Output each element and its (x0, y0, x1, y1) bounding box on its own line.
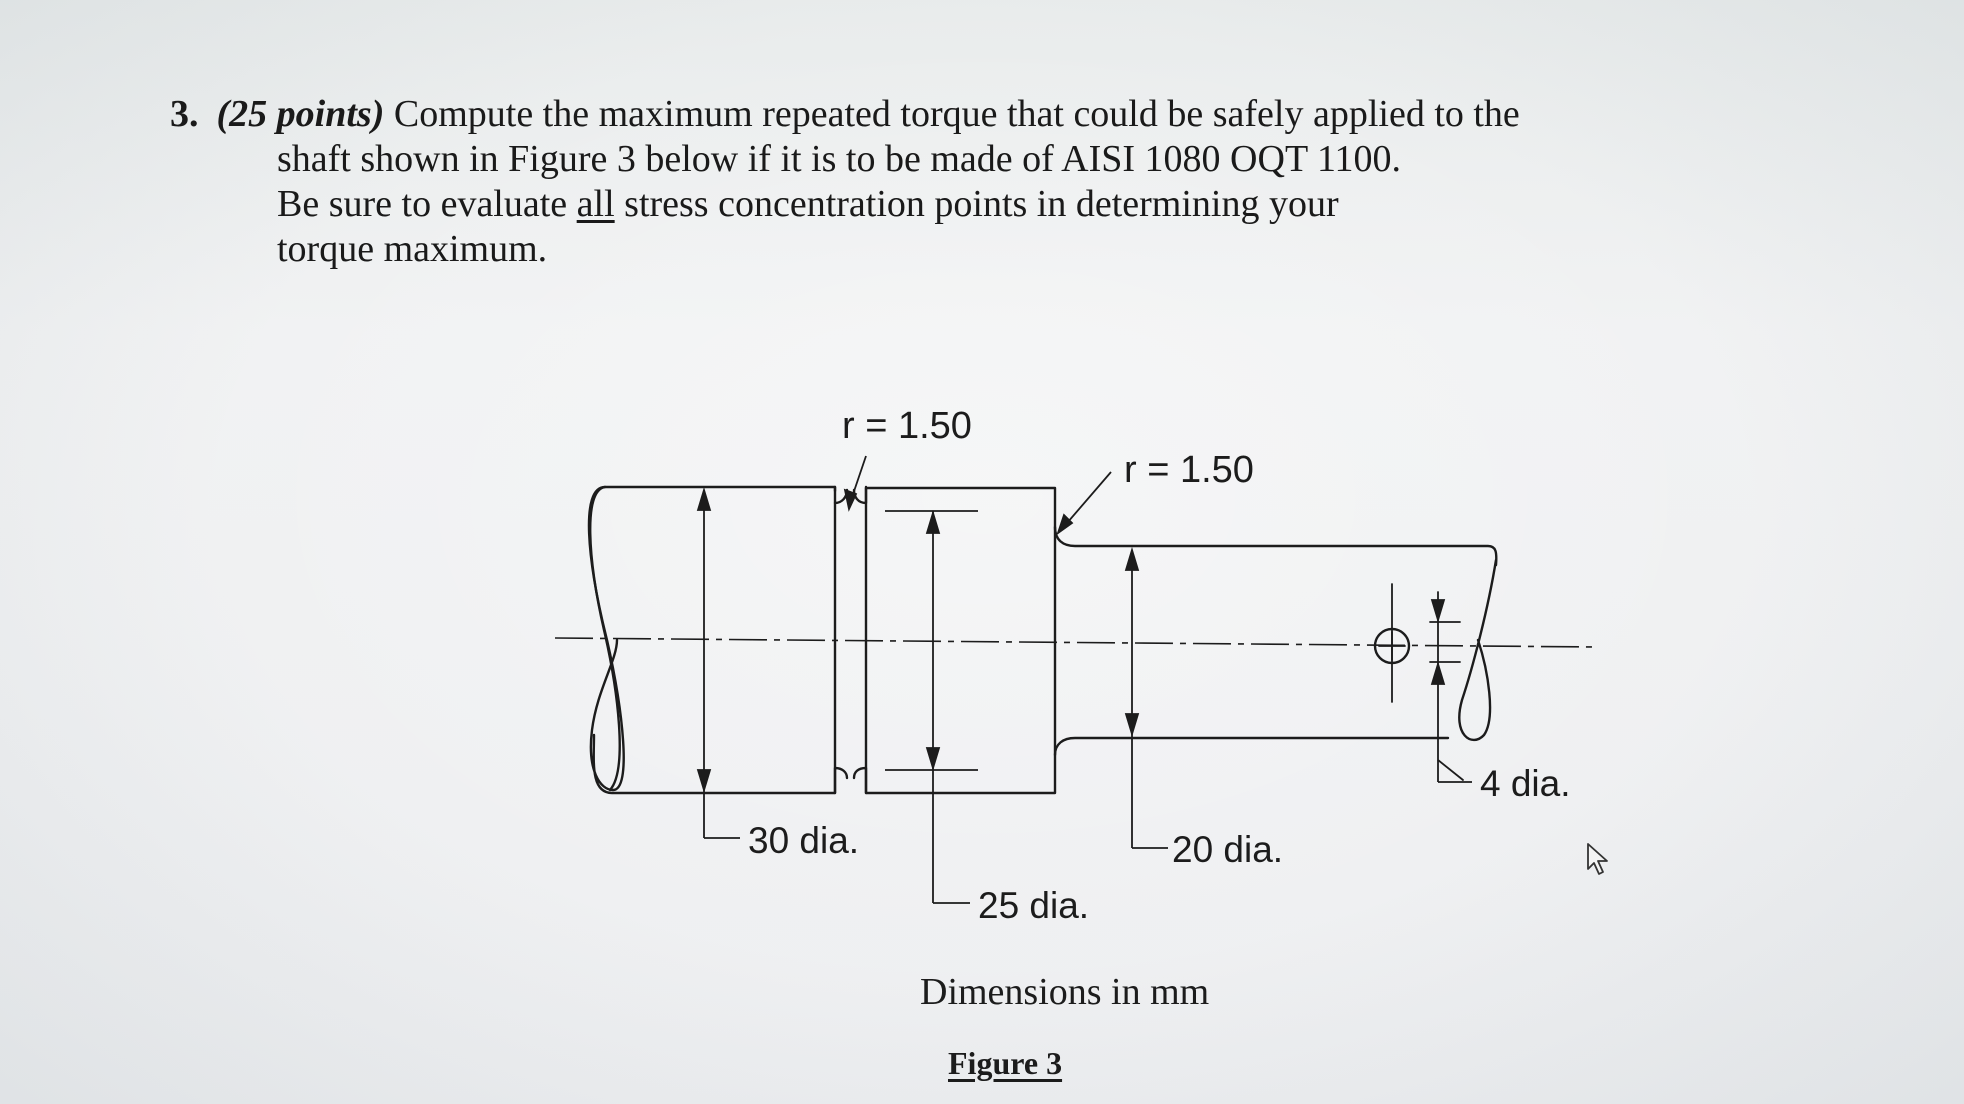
question-number: 3. (170, 93, 199, 135)
radius-label-left: r = 1.50 (842, 405, 972, 447)
label-25-dia: 25 dia. (978, 885, 1089, 926)
problem-line-2: shaft shown in Figure 3 below if it is t… (277, 138, 1402, 180)
break-line-right (1458, 558, 1498, 742)
dimensions-note: Dimensions in mm (920, 971, 1210, 1013)
groove-bottom (833, 766, 868, 795)
line-3-end: stress concentration points in determini… (614, 183, 1339, 225)
shaft-20-section (1053, 525, 1498, 757)
question-first-line: (25 points) Compute the maximum repeated… (217, 92, 1520, 137)
label-30-dia: 30 dia. (748, 820, 859, 861)
label-4-dia: 4 dia. (1480, 763, 1571, 804)
label-20-dia: 20 dia. (1172, 829, 1283, 870)
figure-caption: Figure 3 (948, 1045, 1063, 1081)
question-points: (25 points) (216, 93, 385, 135)
problem-line-1: 3. (25 points) Compute the maximum repea… (170, 92, 1610, 137)
break-line-left (589, 485, 621, 792)
centerline (554, 637, 1598, 648)
line-3-start: Be sure to evaluate (277, 183, 577, 225)
question-line-1-text: Compute the maximum repeated torque that… (393, 93, 1520, 135)
mouse-pointer-icon (1587, 843, 1608, 875)
problem-line-4: torque maximum. (277, 228, 548, 270)
problem-line-3: Be sure to evaluate all stress concentra… (277, 182, 1610, 227)
radius-label-right: r = 1.50 (1124, 449, 1254, 491)
hole-extension-lines (1391, 583, 1464, 781)
problem-statement: 3. (25 points) Compute the maximum repea… (170, 92, 1610, 272)
shaft-25-section (864, 486, 1057, 795)
emphasis-all: all (576, 183, 615, 225)
